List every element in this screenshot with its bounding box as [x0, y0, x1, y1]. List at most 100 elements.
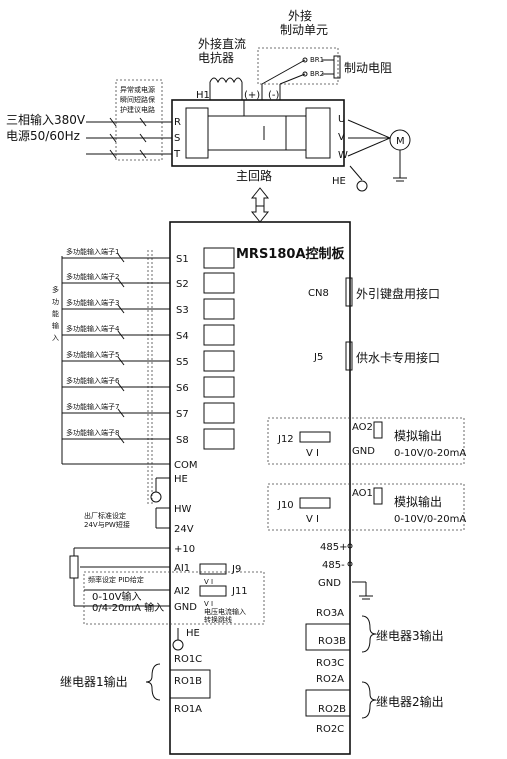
optocoupler-s5 [203, 350, 235, 372]
arrow-up-icon [250, 187, 270, 207]
input-label-2: 多功能输入端子2 [66, 272, 119, 281]
terminal-plus: (+) [244, 90, 260, 101]
input-label-7: 多功能输入端子7 [66, 402, 119, 411]
terminal-ai2: AI2 [174, 586, 190, 597]
input-label-6: 多功能输入端子6 [66, 376, 120, 385]
input-s6: 多功能输入端子6 S6 [62, 376, 235, 398]
breaker-note-line2: 瞬间短路保 [120, 95, 155, 104]
factory-note-line2: 24V与PW短接 [84, 520, 130, 529]
optocoupler-s8 [203, 428, 235, 450]
cn8-desc: 外引键盘用接口 [356, 286, 440, 301]
rs485m-terminal [347, 561, 353, 567]
terminal-s7: S7 [176, 409, 189, 420]
input-label-4: 多功能输入端子4 [66, 324, 120, 333]
input-s7: 多功能输入端子7 S7 [62, 402, 235, 424]
ext-brake-unit-line2: 制动单元 [280, 23, 328, 37]
main-circuit-section: 外接 制动单元 外接直流 电抗器 BR1 BR2 制动电阻 H1 (+) (-)… [6, 8, 411, 223]
terminal-u: U [338, 114, 345, 125]
terminal-gnd-right: GND [318, 578, 341, 589]
terminal-t: T [173, 149, 181, 160]
j9-label: J9 [231, 564, 241, 575]
terminal-s: S [174, 133, 180, 144]
rs485p-terminal [347, 543, 353, 549]
optocoupler-s3 [203, 298, 235, 320]
analog-out-1-box [267, 483, 465, 531]
input-group-label-5: 入 [52, 334, 59, 342]
j5-connector [345, 341, 353, 371]
relay1-contact [169, 669, 211, 699]
input-group-label-4: 输 [52, 321, 59, 330]
analog-out-2-box [267, 417, 465, 465]
three-phase-input-line1: 三相输入380V [6, 112, 86, 127]
three-phase-input-line2: 电源50/60Hz [6, 129, 80, 143]
ext-dc-reactor-line2: 电抗器 [198, 50, 234, 65]
analog-out-2-range: 0-10V/0-20mA [394, 448, 466, 459]
potentiometer-icon [69, 555, 79, 579]
analog-input-dashed-box [83, 571, 265, 625]
j12-vi: V I [306, 448, 319, 459]
he-ground-icon [356, 180, 368, 192]
ext-dc-reactor-line1: 外接直流 [198, 36, 246, 51]
ao1-meter-icon [373, 487, 383, 505]
main-circuit-label: 主回路 [236, 168, 272, 183]
ai-range-line2: 0/4-20mA 输入 [92, 601, 164, 614]
terminal-485-minus: 485- [322, 560, 345, 571]
pid-note: 频率设定 PID给定 [88, 575, 144, 584]
terminal-ai1: AI1 [174, 563, 190, 574]
brake-unit-box [257, 47, 339, 85]
optocoupler-s4 [203, 324, 235, 346]
br1-label: BR1 [310, 56, 324, 64]
input-label-5: 多功能输入端子5 [66, 350, 119, 359]
input-s3: 多功能输入端子3 S3 [62, 298, 235, 320]
brake-resistor-symbol [333, 55, 341, 79]
j10-label: J10 [277, 500, 294, 511]
arrow-down-icon [250, 205, 270, 223]
terminal-s8: S8 [176, 435, 189, 446]
terminal-ro2c: RO2C [316, 724, 344, 735]
optocoupler-s7 [203, 402, 235, 424]
cn8-connector [345, 277, 353, 307]
terminal-ro1b: RO1B [174, 676, 202, 687]
relay2-brace [361, 681, 377, 719]
input-label-1: 多功能输入端子1 [66, 247, 119, 256]
j11-vi: V I [204, 600, 213, 608]
analog-out-1-range: 0-10V/0-20mA [394, 514, 466, 525]
terminal-ro3b: RO3B [318, 636, 346, 647]
terminal-v: V [338, 132, 345, 143]
j10-vi: V I [306, 514, 319, 525]
terminal-s6: S6 [176, 383, 189, 394]
j9-vi: V I [204, 578, 213, 586]
terminal-s2: S2 [176, 279, 189, 290]
optocoupler-s1 [203, 247, 235, 269]
breaker-note-line1: 异常或电源 [120, 85, 155, 94]
motor-label: M [396, 136, 405, 147]
terminal-he-lower: HE [186, 628, 200, 639]
control-board-section: MRS180A控制板 多 功 能 输 入 多功能输入端子1 S1 多功能输入端子… [52, 221, 466, 755]
terminal-p10: +10 [174, 544, 195, 555]
j12-label: J12 [277, 434, 294, 445]
terminal-w: W [338, 150, 348, 161]
relay1-brace [145, 663, 161, 701]
terminal-ro3a: RO3A [316, 608, 344, 619]
he-ground-icon-board [150, 491, 162, 503]
terminal-s3: S3 [176, 305, 189, 316]
input-s8: 多功能输入端子8 S8 [62, 428, 235, 450]
terminal-ro2a: RO2A [316, 674, 344, 685]
control-board-box [169, 221, 351, 755]
terminal-he-top: HE [332, 176, 346, 187]
breaker-note-line3: 护建议电路 [120, 105, 155, 114]
terminal-ro1c: RO1C [174, 654, 202, 665]
input-s5: 多功能输入端子5 S5 [62, 350, 235, 372]
j5-desc: 供水卡专用接口 [356, 350, 440, 365]
terminal-com: COM [174, 460, 197, 471]
optocoupler-s6 [203, 376, 235, 398]
j11-jumper [199, 585, 227, 597]
cn8-label: CN8 [308, 288, 329, 299]
terminal-ro1a: RO1A [174, 704, 202, 715]
relay1-label: 继电器1输出 [60, 674, 128, 689]
he-ground-icon-lower [172, 639, 184, 651]
j11-label: J11 [231, 586, 248, 597]
ao2-meter-icon [373, 421, 383, 439]
input-s1: 多功能输入端子1 S1 [62, 247, 235, 269]
